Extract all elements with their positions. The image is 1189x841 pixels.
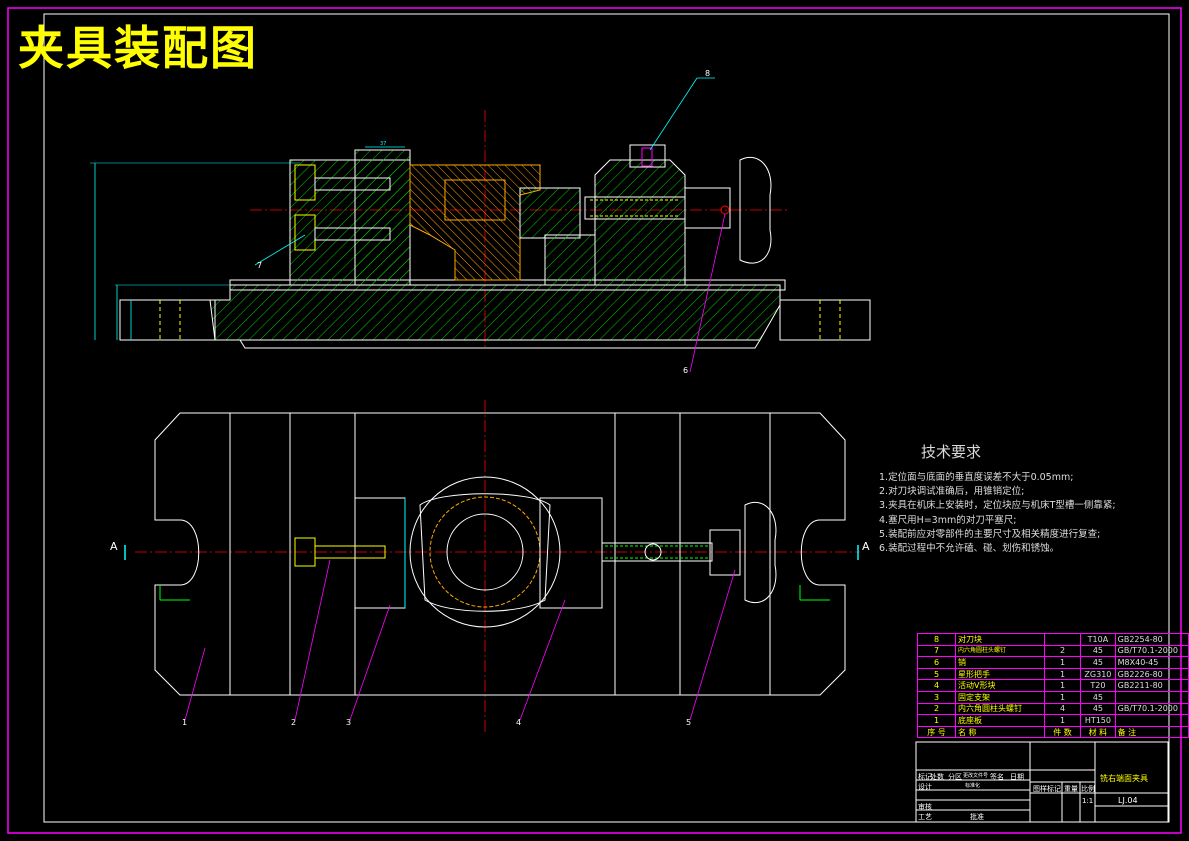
bom-row: 5 星形把手 1 ZG310 GB2226-80 — [917, 667, 1189, 681]
tech-item: 1.定位面与底面的垂直度误差不大于0.05mm; — [879, 472, 1074, 483]
bom-row: 7 内六角圆柱头螺钉 2 45 GB/T70.1-2000 — [917, 644, 1189, 658]
bom-header-std: 备 注 — [1114, 725, 1189, 739]
tech-item: 2.对刀块调试准确后，用锥销定位; — [879, 486, 1025, 498]
tech-item: 4.塞尺用H=3mm的对刀平塞尺; — [879, 514, 1017, 526]
drawing-title: 夹具装配图 — [18, 21, 258, 75]
tech-requirements-heading: 技术要求 — [921, 443, 982, 461]
bom-row: 6 销 1 45 M8X40-45 — [917, 656, 1189, 669]
bom-std: GB/T70.1-2000 — [1114, 702, 1189, 716]
bom-row: 1 底座板 1 HT150 — [917, 714, 1189, 727]
bom-std: GB2254-80 — [1114, 633, 1189, 646]
bom-material: 45 — [1080, 656, 1116, 669]
tb-label-mark: 标记 — [918, 773, 932, 781]
callout-6: 6 — [683, 366, 688, 375]
bom-material: HT150 — [1080, 714, 1116, 727]
bom-material: ZG310 — [1080, 667, 1116, 681]
bom-header-no: 序 号 — [917, 725, 956, 739]
bom-name: 星形把手 — [954, 667, 1045, 681]
tb-label-process: 工艺 — [918, 813, 932, 821]
bom-name: 对刀块 — [954, 633, 1045, 646]
tech-item: 5.装配前应对零部件的主要尺寸及相关精度进行复查; — [879, 528, 1101, 540]
bom-no: 1 — [917, 714, 956, 727]
bom-qty: 4 — [1043, 702, 1082, 716]
title-block — [915, 741, 1169, 823]
bom-qty: 2 — [1043, 644, 1082, 658]
tb-label-sign: 签名 — [990, 773, 1004, 781]
bom-no: 5 — [917, 667, 956, 681]
bom-qty: 1 — [1043, 656, 1082, 669]
bom-no: 3 — [917, 690, 956, 704]
tb-label-scale: 比例 — [1081, 785, 1095, 793]
tb-label-weight: 重量 — [1064, 785, 1078, 793]
tech-item: 3.夹具在机床上安装时，定位块应与机床T型槽一侧靠紧; — [879, 500, 1116, 512]
tb-drawing-name: 铣右端面夹具 — [1100, 774, 1148, 783]
tb-label-change: 更改文件号 — [963, 773, 989, 779]
bom-row: 3 固定支架 1 45 — [917, 690, 1189, 704]
callout-3: 3 — [346, 718, 351, 727]
bom-qty: 1 — [1043, 667, 1082, 681]
callout-8: 8 — [705, 69, 710, 78]
callout-7: 7 — [257, 261, 262, 270]
bom-qty: 1 — [1043, 690, 1082, 704]
bom-name: 内六角圆柱头螺钉 — [954, 644, 1045, 658]
bom-no: 2 — [917, 702, 956, 716]
callout-1: 1 — [182, 718, 187, 727]
bom-material: T20 — [1080, 679, 1116, 692]
bom-std: GB2211-80 — [1114, 679, 1189, 692]
bom-name: 底座板 — [954, 714, 1045, 727]
tb-label-approve: 批准 — [970, 813, 984, 821]
tb-label-drawing-mark: 图样标记 — [1033, 785, 1061, 793]
bom-qty: 1 — [1043, 714, 1082, 727]
callout-4: 4 — [516, 718, 521, 727]
bom-material: 45 — [1080, 644, 1116, 658]
bom-row: 2 内六角圆柱头螺钉 4 45 GB/T70.1-2000 — [917, 702, 1189, 716]
bom-row: 4 活动V形块 1 T20 GB2211-80 — [917, 679, 1189, 692]
bom-no: 4 — [917, 679, 956, 692]
bom-qty: 1 — [1043, 679, 1082, 692]
bill-of-materials: 8 对刀块 T10A GB2254-80 7 内六角圆柱头螺钉 2 45 GB/… — [917, 633, 1189, 739]
bom-std — [1114, 714, 1189, 727]
bom-std — [1114, 690, 1189, 704]
section-label-left: A — [110, 540, 118, 553]
bom-material: T10A — [1080, 633, 1116, 646]
bom-no: 6 — [917, 656, 956, 669]
bom-row: 8 对刀块 T10A GB2254-80 — [917, 633, 1189, 646]
bom-name: 内六角圆柱头螺钉 — [954, 702, 1045, 716]
bom-name: 固定支架 — [954, 690, 1045, 704]
bom-name: 销 — [954, 656, 1045, 669]
bom-header-qty: 件 数 — [1043, 725, 1082, 739]
tb-label-review: 审核 — [918, 803, 932, 811]
tech-item: 6.装配过程中不允许磕、碰、划伤和锈蚀。 — [879, 543, 1060, 555]
bom-material: 45 — [1080, 702, 1116, 716]
bom-header-name: 名 称 — [954, 725, 1045, 739]
tech-requirements-list: 1.定位面与底面的垂直度误差不大于0.05mm; 2.对刀块调试准确后，用锥销定… — [879, 471, 1179, 556]
tb-label-std: 标准化 — [965, 783, 981, 789]
outer-frame — [7, 7, 1182, 834]
tb-label-count: 处数 — [930, 773, 944, 781]
bom-no: 7 — [917, 644, 956, 658]
bom-no: 8 — [917, 633, 956, 646]
front-view: 37 — [90, 77, 871, 373]
bom-std: GB/T70.1-2000 — [1114, 644, 1189, 658]
callout-5: 5 — [686, 718, 691, 727]
tb-label-zone: 分区 — [948, 773, 962, 781]
bom-name: 活动V形块 — [954, 679, 1045, 692]
section-label-right: A — [862, 540, 870, 553]
tb-label-design: 设计 — [918, 783, 932, 791]
top-view: A A — [110, 400, 870, 735]
bom-qty — [1043, 633, 1082, 646]
bom-header-material: 材 料 — [1080, 725, 1116, 739]
bom-std: M8X40-45 — [1114, 656, 1189, 669]
tb-drawing-no: LJ.04 — [1118, 796, 1138, 805]
callout-2: 2 — [291, 718, 296, 727]
bom-std: GB2226-80 — [1114, 667, 1189, 681]
inner-frame — [43, 13, 1170, 823]
dimension-text: 37 — [380, 141, 386, 147]
tb-label-date: 日期 — [1010, 773, 1024, 781]
bom-header: 序 号 名 称 件 数 材 料 备 注 — [917, 725, 1189, 739]
bom-material: 45 — [1080, 690, 1116, 704]
tb-scale-value: 1:1 — [1082, 797, 1094, 805]
